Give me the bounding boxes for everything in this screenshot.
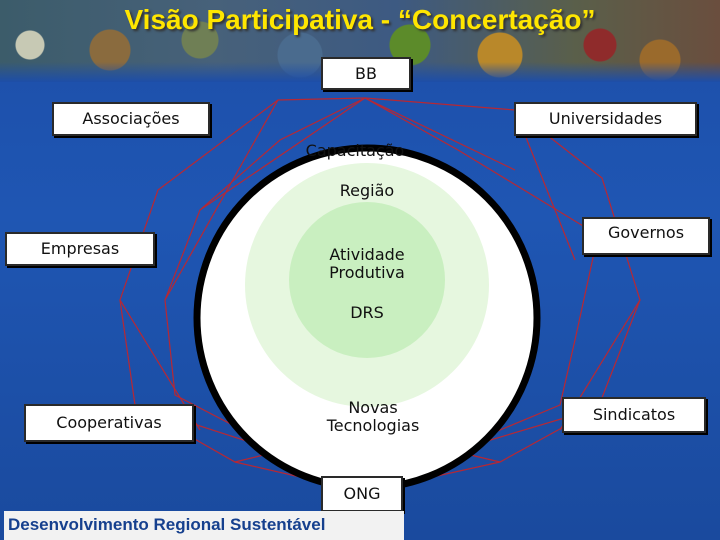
- capacitacao-label: Capacitação: [305, 141, 405, 160]
- novas-label-line2: Tecnologias: [326, 415, 420, 435]
- sindicatos-box: Sindicatos: [562, 397, 706, 433]
- cooperativas-box: Cooperativas: [24, 404, 194, 442]
- regiao-label: Região: [339, 181, 395, 200]
- novas-label-line1: Novas: [348, 398, 398, 417]
- footer-caption: Desenvolvimento Regional Sustentável: [4, 511, 404, 540]
- link-line: [364, 97, 516, 171]
- page-title: Visão Participativa - “Concertação”: [124, 4, 596, 35]
- universidades-box: Universidades: [514, 102, 697, 136]
- ong-box: ONG: [321, 476, 403, 512]
- atividade-label-line1: Atividade: [329, 245, 405, 264]
- atividade-produtiva-label: Atividade Produtiva: [297, 246, 437, 281]
- atividade-label-line2: Produtiva: [329, 262, 405, 282]
- novas-tecnologias-label: Novas Tecnologias: [297, 399, 449, 434]
- governos-box: Governos: [582, 217, 710, 255]
- bb-box: BB: [321, 57, 411, 90]
- link-line: [199, 97, 366, 211]
- drs-label: DRS: [350, 303, 384, 322]
- associacoes-box: Associações: [52, 102, 210, 136]
- link-line: [164, 99, 279, 301]
- empresas-box: Empresas: [5, 232, 155, 266]
- activity-circle: [289, 202, 445, 358]
